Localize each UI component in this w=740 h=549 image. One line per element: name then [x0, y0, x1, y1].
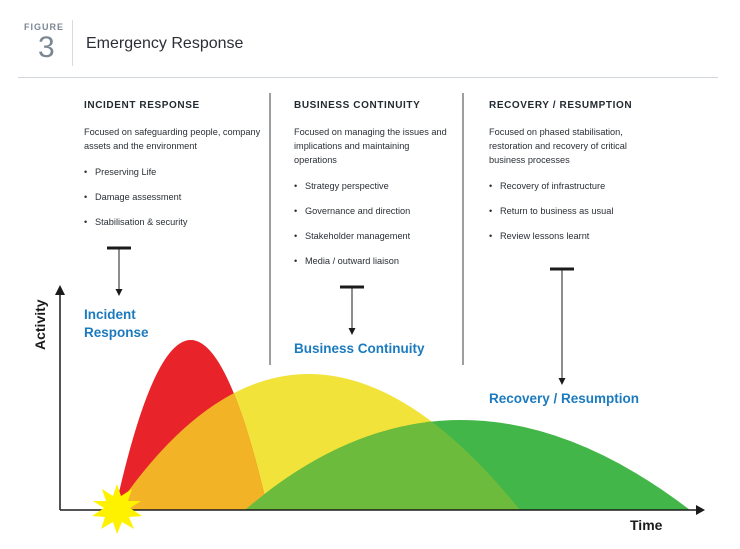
list-item: •Strategy perspective [294, 181, 389, 191]
column-business-continuity: BUSINESS CONTINUITY Focused on managing … [294, 100, 454, 279]
list-item: •Damage assessment [84, 192, 182, 202]
column-list: •Strategy perspective •Governance and di… [294, 179, 454, 268]
list-item: •Return to business as usual [489, 206, 614, 216]
list-item: •Stakeholder management [294, 231, 411, 241]
column-recovery-resumption: RECOVERY / RESUMPTION Focused on phased … [489, 100, 649, 254]
column-list: •Recovery of infrastructure •Return to b… [489, 179, 649, 243]
list-item: •Recovery of infrastructure [489, 181, 606, 191]
continuity-pointer [340, 285, 364, 335]
header-rule [18, 77, 718, 78]
business-continuity-label: Business Continuity [294, 341, 425, 356]
incident-label-line1: Incident [84, 307, 136, 322]
header-divider [72, 20, 73, 66]
page-title: Emergency Response [86, 35, 244, 52]
x-axis-label: Time [630, 517, 663, 533]
incident-response-label: Incident Response [84, 306, 149, 342]
column-description: Focused on managing the issues and impli… [294, 127, 447, 165]
list-item: •Governance and direction [294, 206, 411, 216]
column-heading: INCIDENT RESPONSE [84, 100, 200, 111]
starburst-icon [92, 484, 142, 534]
column-heading: RECOVERY / RESUMPTION [489, 100, 633, 111]
column-heading: BUSINESS CONTINUITY [294, 100, 421, 111]
column-list: •Preserving Life •Damage assessment •Sta… [84, 165, 264, 229]
figure-number: 3 [38, 31, 55, 64]
y-axis-arrow [55, 285, 65, 295]
list-item: •Preserving Life [84, 167, 157, 177]
list-item: •Review lessons learnt [489, 231, 590, 241]
list-item: •Media / outward liaison [294, 256, 399, 266]
incident-pointer [107, 246, 131, 296]
continuity-recovery-overlap [245, 420, 520, 510]
column-description: Focused on safeguarding people, company … [84, 127, 261, 151]
incident-label-line2: Response [84, 325, 149, 340]
x-axis-arrow [696, 505, 705, 515]
column-description: Focused on phased stabilisation, restora… [489, 127, 627, 165]
y-axis-label: Activity [32, 299, 48, 350]
figure-label: FIGURE [24, 22, 65, 32]
column-incident-response: INCIDENT RESPONSE Focused on safeguardin… [84, 100, 264, 240]
recovery-pointer [550, 267, 574, 385]
list-item: •Stabilisation & security [84, 217, 188, 227]
recovery-resumption-label: Recovery / Resumption [489, 391, 640, 406]
